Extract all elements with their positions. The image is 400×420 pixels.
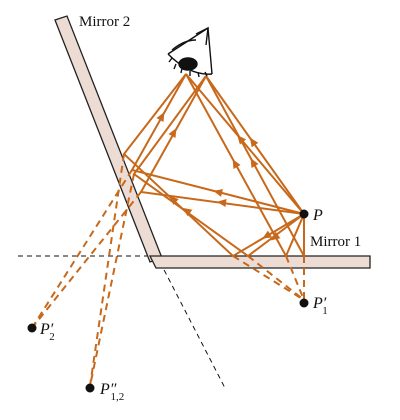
point-P12-double-prime <box>85 383 95 393</box>
mirror-2 <box>54 15 163 263</box>
mirror-2-label: Mirror 2 <box>79 14 130 30</box>
ray-arrowheads <box>156 112 281 241</box>
point-P12-double-prime-label: P″1,2 <box>99 381 124 403</box>
arrow-double-1 <box>169 195 179 205</box>
mirror2-extension-line <box>159 261 227 391</box>
point-P2-prime-label: P′2 <box>39 321 55 343</box>
virtual-line-p2-b <box>31 191 142 329</box>
direct-ray-1 <box>185 73 305 215</box>
virtual-line-p1-c <box>232 255 305 301</box>
point-P1-prime-label: P′1 <box>312 295 328 317</box>
virtual-line-p12-a <box>89 153 125 387</box>
virtual-line-p12-b <box>89 173 135 387</box>
arrow-direct-1 <box>237 135 247 145</box>
mirror-1-label: Mirror 1 <box>310 234 361 250</box>
arrow-m2-in-2 <box>217 199 227 207</box>
virtual-line-p1-a <box>285 255 305 301</box>
virtual-line-p2-a <box>31 169 133 329</box>
mirror-1 <box>148 255 371 269</box>
arrow-m2-out-1 <box>156 112 165 122</box>
arrow-m2-out-2 <box>168 128 177 138</box>
point-P2-prime <box>27 323 37 333</box>
point-P1-prime <box>299 298 309 308</box>
arrow-m1-in-1 <box>262 230 273 239</box>
arrow-m1-out-1 <box>232 159 241 169</box>
arrow-direct-2 <box>249 137 259 148</box>
point-P-label: P <box>312 207 323 224</box>
virtual-image-lines <box>31 153 305 387</box>
arrow-double-2 <box>182 207 193 217</box>
eye-icon <box>167 26 213 78</box>
point-P <box>299 209 309 219</box>
arrow-m1-out-2 <box>250 158 259 168</box>
arrow-m1-in-2 <box>270 231 281 241</box>
arrow-m2-in-1 <box>213 189 223 197</box>
